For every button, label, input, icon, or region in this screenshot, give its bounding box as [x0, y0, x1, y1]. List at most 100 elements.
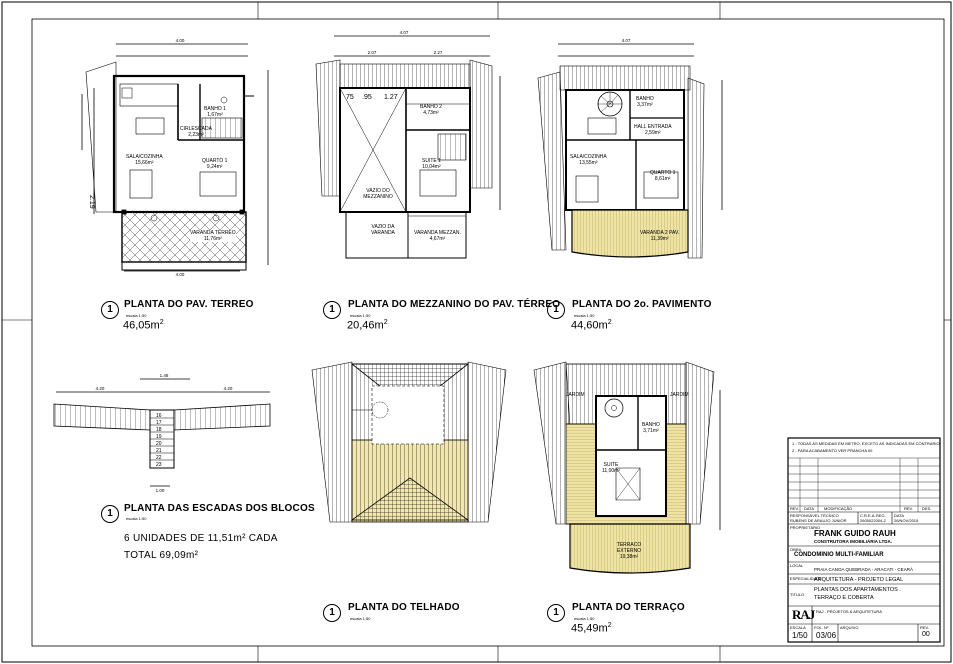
tb-rev: 00 — [922, 631, 930, 638]
room-label: VAZIO DO MEZZANINO — [363, 188, 393, 200]
plan-scale: escala 1:50 — [126, 313, 147, 318]
plan-title-escadas: PLANTA DAS ESCADAS DOS BLOCOS — [124, 503, 315, 514]
step-17: 17 — [156, 420, 162, 426]
dim-mezz-seg-1: 75 — [346, 94, 354, 101]
plan-scale: escala 1:50 — [574, 313, 595, 318]
tb-col-mod: MODIFICAÇÃO — [824, 506, 853, 511]
tb-resp-name: RUBENS DE ARAUJO JUNIOR — [790, 518, 847, 523]
step-19: 19 — [156, 434, 162, 440]
raj-logo: RAJ — [792, 607, 815, 622]
plan-number-circle: 1 — [101, 301, 119, 319]
units-summary-line-2: TOTAL 69,09m² — [124, 550, 199, 561]
plan-scale: escala 1:50 — [126, 516, 147, 521]
tb-local-label: LOCAL — [790, 563, 804, 568]
dim-stairs-top: 1.46 — [160, 373, 169, 378]
tb-crea-reg: REG. — [876, 513, 886, 518]
dim-terreo-left: 2.19 — [88, 195, 95, 209]
plan-scale: escala 1:50 — [574, 616, 595, 621]
units-summary-line-1: 6 UNIDADES DE 11,51m² CADA — [124, 533, 278, 544]
room-label: VARANDA 2 PAV.11,39m² — [640, 230, 680, 242]
plan-area-2o-pavimento: 44,60m2 — [571, 319, 612, 332]
tb-col-des: DES. — [922, 506, 932, 511]
tb-spec-label: ESPECIALIDADE — [790, 576, 822, 581]
step-18: 18 — [156, 427, 162, 433]
tb-spec: ARQUITETURA - PROJETO LEGAL — [814, 577, 904, 583]
plan-title-2o-pavimento: PLANTA DO 2o. PAVIMENTO — [572, 299, 712, 310]
note-1: 1 - TODAS AS MEDIDAS EM METRO, EXCETO AS… — [792, 441, 940, 446]
tb-firm: RAJ - PROJETOS & ARQUITETURA — [816, 609, 882, 614]
plan-title-terraco: PLANTA DO TERRAÇO — [572, 602, 685, 613]
plan-scale: escala 1:50 — [350, 313, 371, 318]
tb-obra-label: OBRA — [790, 547, 802, 552]
tb-titulo-label: TITULO — [790, 592, 805, 597]
tb-owner-label: PROPRIETÁRIO — [790, 525, 821, 530]
tb-resp-label: RESPONSÁVEL TÉCNICO — [790, 513, 839, 518]
plan-number-circle: 1 — [547, 301, 565, 319]
dim-stairs-left: 4.20 — [96, 386, 105, 391]
tb-crea-num: 2605022004-2 — [860, 518, 886, 523]
tb-escala-label: ESCALA — [790, 625, 806, 630]
tb-owner-company: CONSTRUTORA IMOBILIÁRIA LTDA. — [814, 539, 892, 544]
tb-crea-label: C.R.E.A. — [860, 513, 876, 518]
step-23: 23 — [156, 462, 162, 468]
tb-owner: FRANK GUIDO RAUH — [814, 529, 896, 538]
room-label: VAZIO DA VARANDA — [371, 224, 395, 236]
plan-number-circle: 1 — [101, 505, 119, 523]
dim-stairs-right: 4.20 — [224, 386, 233, 391]
room-label: JARDIM — [566, 392, 585, 398]
dim-mezz-seg-3: 1.27 — [384, 94, 398, 101]
plan-title-mezzanino: PLANTA DO MEZZANINO DO PAV. TÉRREO — [348, 299, 561, 310]
plan-title-telhado: PLANTA DO TELHADO — [348, 602, 460, 613]
plan-title-terreo: PLANTA DO PAV. TERREO — [124, 299, 254, 310]
tb-rev-label: REV. — [920, 625, 929, 630]
tb-obra: CONDOMINIO MULTI-FAMILIAR — [794, 552, 884, 558]
plan-scale: escala 1:50 — [350, 616, 371, 621]
tb-col-data: DATA — [804, 506, 815, 511]
tb-col-rev2: REV. — [904, 506, 913, 511]
plan-area-terraco: 45,49m2 — [571, 622, 612, 635]
tb-date-label: DATA — [894, 513, 905, 518]
plan-number-circle: 1 — [547, 604, 565, 622]
tb-arquivo-label: ARQUIVO — [840, 625, 859, 630]
plan-number-circle: 1 — [323, 604, 341, 622]
plan-number-circle: 1 — [323, 301, 341, 319]
step-22: 22 — [156, 455, 162, 461]
room-label: JARDIM — [670, 392, 689, 398]
tb-col-rev: REV. — [790, 506, 799, 511]
plan-area-mezzanino: 20,46m2 — [347, 319, 388, 332]
tb-folha: 03/06 — [816, 631, 837, 640]
tb-titulo-1: PLANTAS DOS APARTAMENTOS . — [814, 587, 901, 593]
plan-area-terreo: 46,05m2 — [123, 319, 164, 332]
note-2: 2 - PARA ACABAMENTO VER PRANCHA 00 — [792, 448, 873, 453]
dim-mezz-a: 2.07 — [368, 50, 377, 55]
tb-titulo-2: TERRAÇO E COBERTA — [814, 595, 874, 601]
room-label: VARANDA MEZZAN.4,67m² — [414, 230, 461, 242]
dim-stairs-bottom: 1.00 — [156, 488, 165, 493]
step-21: 21 — [156, 448, 162, 454]
dim-mezz-seg-2: .95 — [362, 94, 372, 101]
dim-terreo-bottom: 4.00 — [176, 272, 185, 277]
step-16: 16 — [156, 413, 162, 419]
dim-mezz-b: 2.27 — [434, 50, 443, 55]
tb-escala: 1/50 — [792, 631, 808, 640]
dim-pav2-top: 4.07 — [622, 38, 631, 43]
step-20: 20 — [156, 441, 162, 447]
tb-local: PRAIA CANOA QUEBRADA - ARACATI - CEARÁ — [814, 567, 913, 572]
dim-mezz-top: 4.07 — [400, 30, 409, 35]
